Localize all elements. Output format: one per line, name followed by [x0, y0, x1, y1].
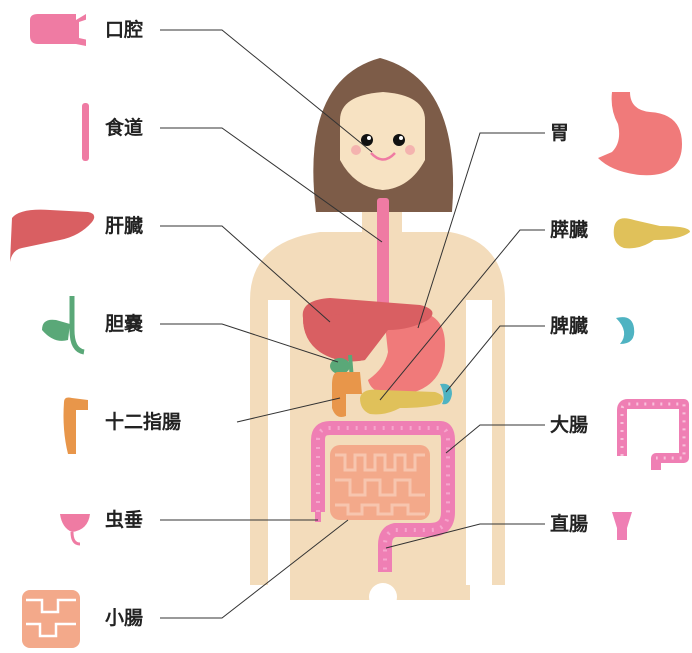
label-gallbladder: 胆嚢: [105, 313, 143, 335]
small-intestine-icon: [22, 590, 80, 648]
label-rectum: 直腸: [550, 513, 588, 535]
duodenum-icon: [64, 398, 89, 455]
label-spleen: 脾臓: [550, 315, 588, 337]
label-stomach: 胃: [550, 122, 569, 144]
right-cheek: [405, 145, 415, 155]
liver-icon: [10, 210, 94, 262]
pancreas-icon: [614, 218, 690, 248]
head: [313, 58, 453, 212]
face: [340, 92, 425, 190]
right-eye: [393, 134, 405, 146]
stomach-icon: [598, 92, 682, 175]
esophagus-icon: [82, 103, 89, 161]
large-intestine-icon: [622, 404, 684, 470]
label-small-intestine: 小腸: [105, 607, 143, 629]
label-appendix: 虫垂: [105, 509, 143, 531]
small-intestine-organ: [330, 445, 430, 520]
rectum-icon: [612, 512, 632, 540]
label-esophagus: 食道: [105, 117, 143, 139]
label-duodenum: 十二指腸: [105, 411, 181, 433]
left-cheek: [351, 145, 361, 155]
appendix-icon: [60, 514, 90, 544]
esophagus-organ: [377, 198, 389, 308]
label-large-intestine: 大腸: [550, 414, 588, 436]
gallbladder-icon: [42, 296, 84, 352]
spleen-icon: [616, 317, 634, 344]
label-liver: 肝臓: [105, 215, 143, 237]
label-mouth: 口腔: [105, 19, 143, 41]
mouth-icon: [30, 14, 88, 46]
label-pancreas: 膵臓: [550, 219, 588, 241]
